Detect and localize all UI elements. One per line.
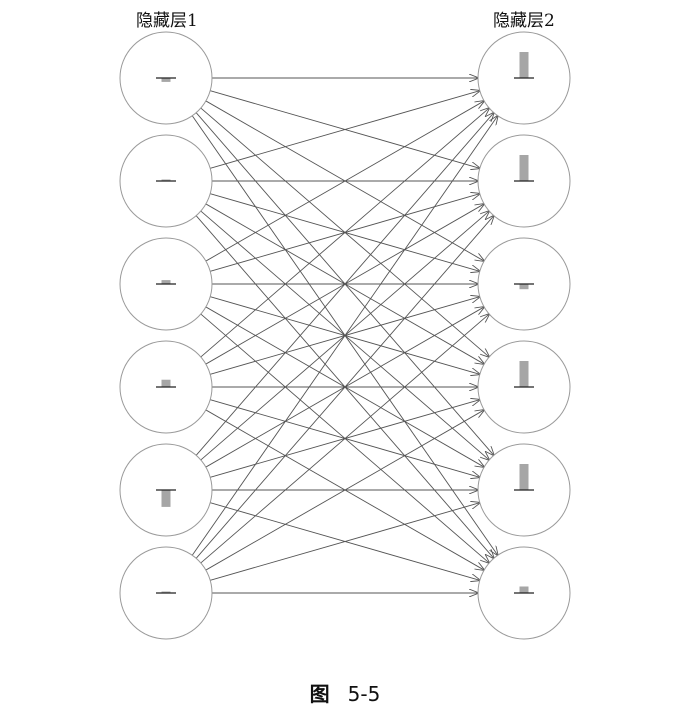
activation-bar	[519, 361, 529, 387]
activation-bar	[519, 52, 529, 78]
layer-1-label: 隐藏层1	[136, 11, 198, 31]
figure-caption: 图 5-5	[0, 678, 690, 707]
activation-bar	[161, 591, 171, 593]
edge-6-5	[210, 503, 480, 581]
activation-bar	[519, 155, 529, 181]
activation-bar	[161, 280, 171, 284]
activation-bar	[161, 490, 171, 507]
activation-bar	[161, 78, 171, 82]
layer-2-node-2	[477, 134, 571, 228]
layer-1-node-3	[119, 237, 213, 331]
edges-group	[191, 78, 497, 593]
activation-bar	[161, 179, 171, 181]
layer-1-node-1	[119, 31, 213, 125]
caption-number: 5-5	[347, 682, 381, 706]
layer-2-node-1	[477, 31, 571, 125]
layer-1-node-4	[119, 340, 213, 434]
edge-3-1	[205, 101, 484, 262]
layer-2-node-5	[477, 443, 571, 537]
layer-2-node-3	[477, 237, 571, 331]
layer-1-node-2	[119, 134, 213, 228]
layer-2-node-4	[477, 340, 571, 434]
activation-bar	[519, 586, 529, 593]
edge-6-4	[205, 410, 484, 571]
edge-5-1	[195, 113, 494, 456]
layer-2-label: 隐藏层2	[493, 11, 555, 31]
layer-1-node-6	[119, 546, 213, 640]
caption-word: 图	[309, 682, 330, 706]
activation-bar	[161, 379, 171, 387]
edge-6-1	[191, 116, 497, 556]
activation-bar	[519, 464, 529, 490]
edge-2-1	[210, 91, 480, 169]
edge-6-2	[195, 216, 494, 559]
edge-6-3	[200, 314, 489, 564]
edge-4-1	[200, 108, 489, 358]
activation-bar	[519, 284, 529, 290]
layer-2-node-6	[477, 546, 571, 640]
layer-1-node-5	[119, 443, 213, 537]
nodes-group	[119, 31, 571, 640]
